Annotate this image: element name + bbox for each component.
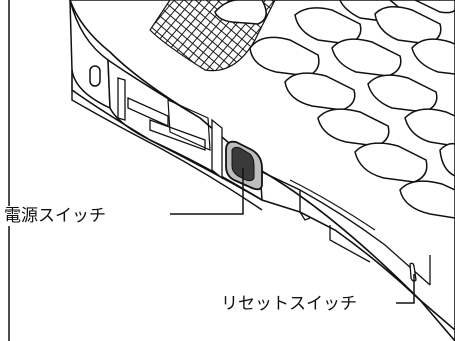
key <box>367 74 438 113</box>
front-right-groove <box>299 189 431 286</box>
key <box>411 38 455 75</box>
key <box>404 108 455 147</box>
keyboard <box>214 0 455 219</box>
foot-left <box>299 211 311 221</box>
key <box>249 36 320 77</box>
power-switch-leader <box>170 168 244 215</box>
key <box>374 6 442 45</box>
slot-frame <box>167 99 211 151</box>
key <box>331 38 402 77</box>
indicator-lamp <box>89 65 101 87</box>
key <box>354 142 428 183</box>
key <box>284 72 356 111</box>
key <box>317 108 390 147</box>
power-switch-knob[interactable] <box>231 146 255 182</box>
power-switch-label: 電源スイッチ <box>3 206 107 226</box>
front-right-groove-upper <box>289 179 376 231</box>
key <box>439 142 455 177</box>
power-switch-bay <box>211 118 223 180</box>
chassis-base <box>71 90 263 211</box>
key <box>399 180 455 219</box>
reset-switch-label: リセットスイッチ <box>220 294 358 314</box>
key <box>214 0 267 25</box>
slot-divider <box>117 77 126 121</box>
key <box>294 7 362 45</box>
front-right-lower <box>329 225 371 263</box>
reset-switch-leader <box>396 274 415 304</box>
